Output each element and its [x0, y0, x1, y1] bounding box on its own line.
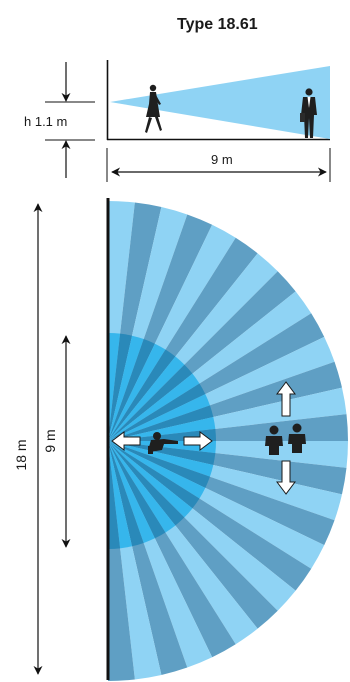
inner-beam-sector	[108, 343, 166, 441]
inner-beam-sector	[108, 441, 210, 488]
diagram-title: Type 18.61	[177, 16, 258, 33]
arrow-up-icon	[276, 381, 296, 417]
inner-beam-sector	[108, 416, 216, 441]
inner-beam-sector	[108, 441, 206, 499]
inner-beam-sector	[108, 441, 185, 526]
inner-beam-sector	[108, 405, 214, 441]
arrow-right-icon	[183, 431, 213, 451]
inner-beam-sector	[108, 333, 133, 441]
inner-beam-sector	[108, 356, 185, 441]
side-view: h 1.1 m 9 m	[24, 60, 331, 182]
range-label: 9 m	[211, 152, 233, 167]
inner-beam-sector	[108, 441, 176, 533]
two-people-icon	[265, 423, 306, 455]
inner-beam-sector	[108, 441, 200, 509]
top-view: 18 m 9 m	[13, 198, 348, 681]
arrow-down-icon	[276, 460, 296, 495]
inner-height-label: 9 m	[42, 429, 58, 452]
inner-beam-sector	[108, 333, 121, 441]
crawling-person-icon	[148, 432, 178, 454]
height-label: h 1.1 m	[24, 114, 67, 129]
inner-beam-sector	[108, 335, 144, 441]
person-walking-icon	[145, 84, 162, 133]
inner-beam-sector	[108, 441, 121, 549]
total-height-label: 18 m	[13, 439, 29, 470]
inner-beam-sector	[108, 383, 206, 441]
inner-beam-sector	[108, 349, 176, 441]
inner-beam-sector	[108, 441, 133, 549]
outer-detection-fan	[108, 201, 348, 681]
inner-beam-sector	[108, 373, 200, 441]
inner-detection-zone	[108, 333, 216, 549]
inner-beam-sector	[108, 394, 210, 441]
inner-beam-sector	[108, 441, 193, 518]
person-standing-icon	[300, 88, 317, 138]
inner-beam-sector	[108, 364, 193, 441]
inner-beam-sector	[108, 441, 214, 477]
inner-beam-sector	[108, 441, 155, 543]
arrow-left-icon	[111, 431, 141, 451]
side-detection-beam	[110, 66, 330, 139]
inner-beam-sector	[108, 441, 144, 547]
inner-beam-sector	[108, 339, 155, 441]
inner-beam-sector	[108, 441, 216, 466]
inner-beam-sector	[108, 441, 166, 539]
